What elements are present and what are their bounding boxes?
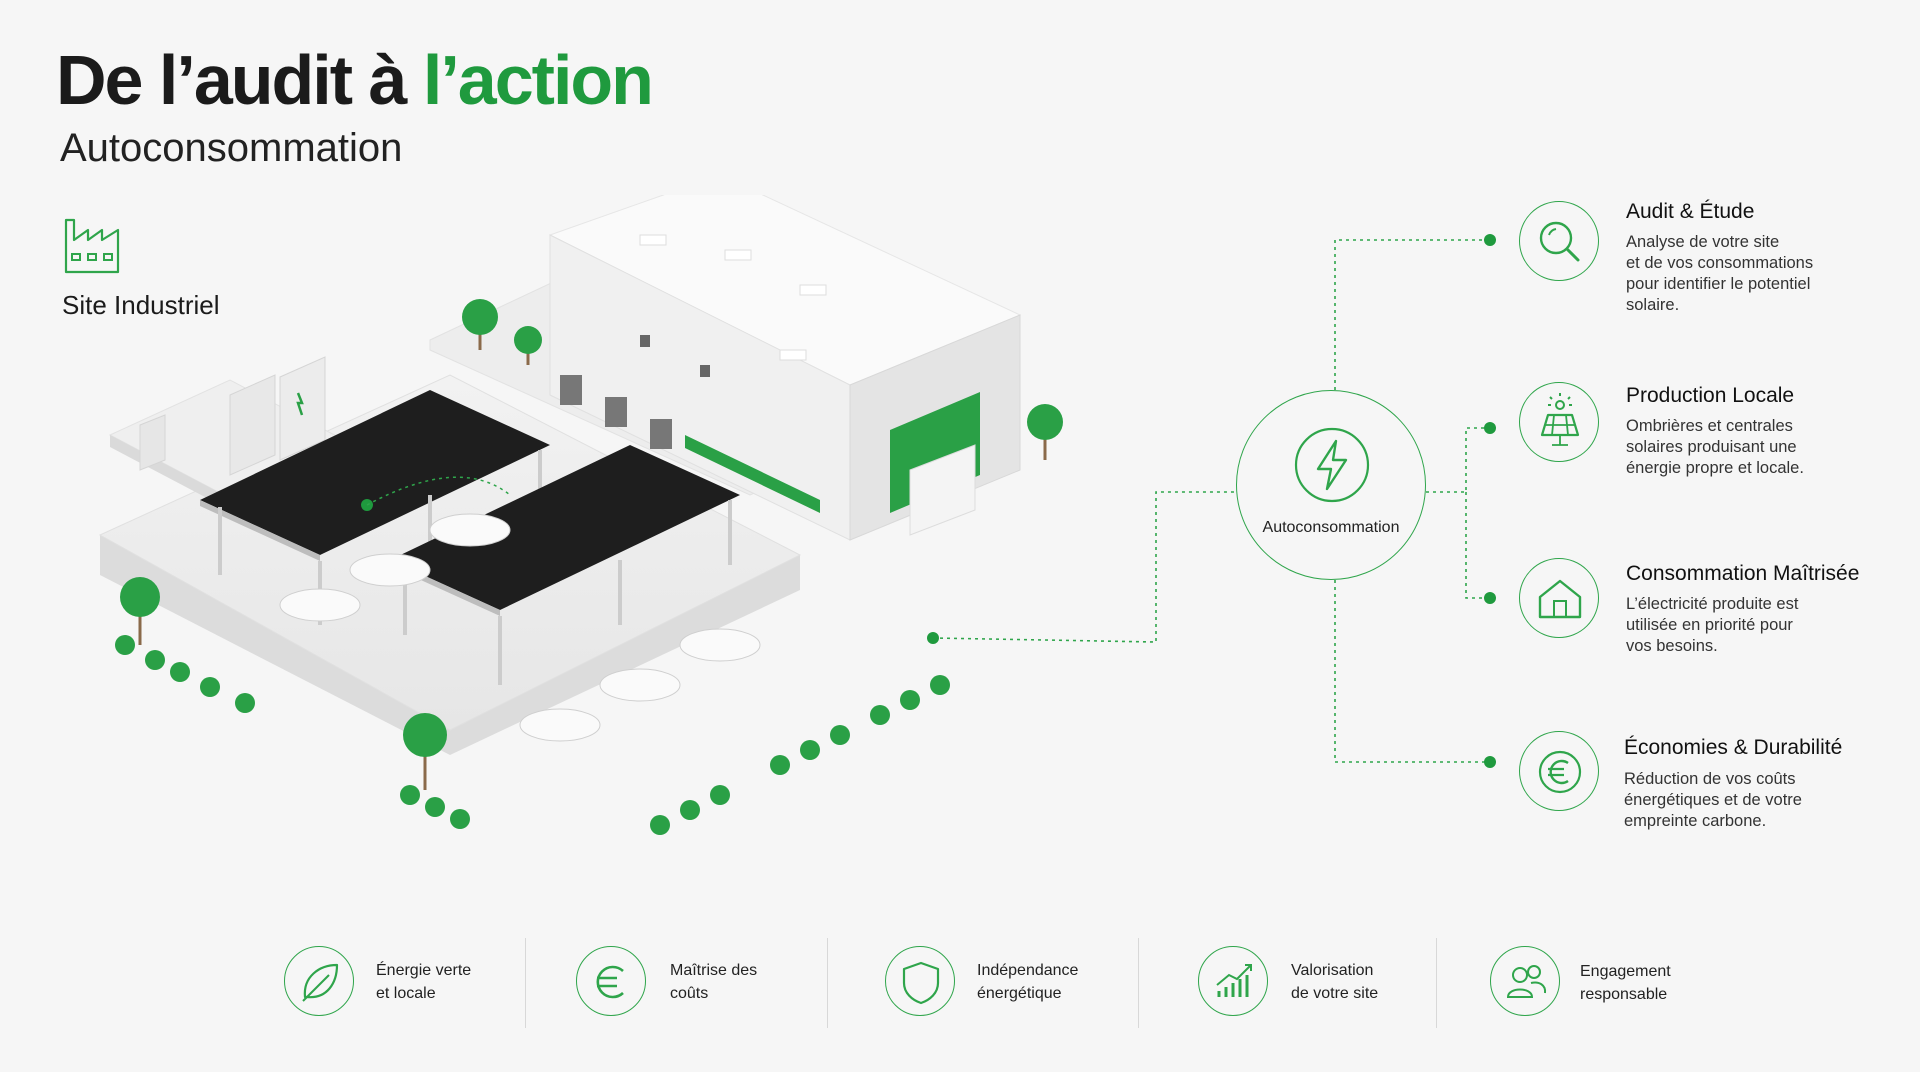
title-accent: l’action <box>422 41 654 119</box>
step-desc-audit: Analyse de votre site et de vos consomma… <box>1626 233 1814 314</box>
divider <box>1436 938 1437 1028</box>
benefit-label-couts: Maîtrise des coûts <box>670 962 758 1002</box>
divider <box>1138 938 1139 1028</box>
step-title-consommation: Consommation Maîtrisée <box>1626 562 1860 585</box>
divider <box>525 938 526 1028</box>
people-icon <box>1490 946 1560 1016</box>
step-desc-consommation: L’électricité produite est utilisée en p… <box>1626 595 1799 655</box>
leaf-icon <box>284 946 354 1016</box>
hub-label: Autoconsommation <box>1262 519 1400 536</box>
shield-icon <box>885 946 955 1016</box>
parked-cars <box>279 513 761 742</box>
electrical-cabinets <box>139 356 326 476</box>
factory-icon <box>64 218 120 274</box>
lightning-icon <box>1294 427 1370 503</box>
divider <box>827 938 828 1028</box>
euro-icon <box>1519 731 1599 811</box>
site-label: Site Industriel <box>62 290 220 320</box>
euro-icon <box>576 946 646 1016</box>
page-title: De l’audit à l’action <box>56 40 654 120</box>
benefit-label-valorisation: Valorisation de votre site <box>1291 962 1379 1002</box>
trees <box>120 299 1063 790</box>
step-desc-production: Ombrières et centrales solaires produisa… <box>1626 417 1804 477</box>
benefit-label-energie: Énergie verte et locale <box>376 962 472 1002</box>
magnifier-icon <box>1519 201 1599 281</box>
step-desc-economies: Réduction de vos coûts énergétiques et d… <box>1624 770 1802 830</box>
hedges <box>115 635 950 835</box>
step-title-production: Production Locale <box>1626 384 1795 407</box>
autoconsommation-hub: Autoconsommation <box>1236 390 1426 580</box>
industrial-site-illustration <box>98 195 1063 835</box>
step-title-economies: Économies & Durabilité <box>1624 736 1843 759</box>
warehouse-building <box>548 195 1022 541</box>
house-icon <box>1519 558 1599 638</box>
benefit-label-engagement: Engagement responsable <box>1580 963 1671 1003</box>
step-title-audit: Audit & Étude <box>1626 200 1755 223</box>
title-main: De l’audit à <box>56 41 423 119</box>
page-subtitle: Autoconsommation <box>60 126 403 170</box>
growth-chart-icon <box>1198 946 1268 1016</box>
benefit-label-independance: Indépendance énergétique <box>977 962 1079 1002</box>
solar-panel-icon <box>1519 382 1599 462</box>
